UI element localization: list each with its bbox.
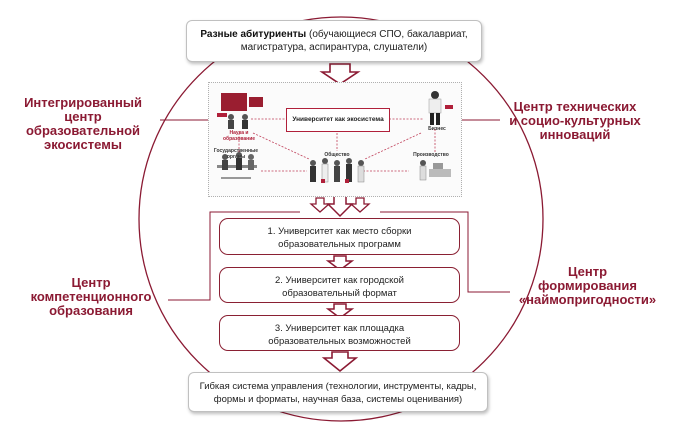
connector-bottom-left [168,211,300,301]
down-arrow-icon [325,255,355,271]
step-3-line-1: 3. Университет как площадка [274,323,405,334]
down-arrow-icon [319,63,361,85]
production-icon [419,160,451,181]
step-2-box: 2. Университет как городской образовател… [219,267,460,303]
business-icon [428,91,453,125]
ecosystem-illustration [217,91,453,183]
step-3-line-2: образовательных возможностей [268,336,411,347]
node-gov-label: Государственные органы [213,148,259,160]
management-line-1: Гибкая система управления (технологии, и… [199,381,477,392]
step-1-line-1: 1. Университет как место сборки [267,226,412,237]
applicants-desc-1: (обучающиеся СПО, бакалавриат, [306,29,468,40]
management-line-2: формы и форматы, научная база, системы о… [213,394,463,405]
node-production-label: Производство [413,152,449,158]
applicants-desc-2: магистратура, аспирантура, слушатели) [240,42,428,53]
connector-bottom-right [380,211,510,293]
science-icon [217,93,263,129]
step-3-box: 3. Университет как площадка образователь… [219,315,460,351]
step-1-line-2: образовательных программ [278,239,401,250]
down-arrow-icon [325,303,355,319]
ecosystem-panel: Наука и образование Бизнес Государственн… [208,82,462,197]
label-integrated-center: Интегрированный центр образовательной эк… [24,95,142,152]
node-science-label: Наука и образование [222,130,256,142]
management-system-box: Гибкая система управления (технологии, и… [188,372,488,412]
applicants-box: Разные абитуриенты (обучающиеся СПО, бак… [186,20,482,62]
society-icon [310,158,365,183]
label-innovation-center: Центр технических и социо-культурных инн… [509,99,641,142]
step-1-box: 1. Университет как место сборки образова… [219,218,460,255]
step-2-line-1: 2. Университет как городской [275,275,404,286]
down-arrow-icon [321,351,359,373]
outer-circle [138,16,544,422]
step-2-line-2: образовательный формат [282,288,397,299]
down-arrow-icon [326,195,354,218]
government-icon [217,152,257,179]
down-arrow-icon [349,197,371,213]
label-competence-center: Центр компетенционного образования [30,275,152,318]
node-business-label: Бизнес [428,126,446,132]
applicants-title: Разные абитуриенты [200,29,307,40]
node-society-label: Общество [324,152,350,158]
ecosystem-center-label: Университет как экосистема [286,108,390,132]
down-arrow-icon [309,197,331,213]
label-employability-center: Центр формирования «наймопригодности» [518,264,657,307]
